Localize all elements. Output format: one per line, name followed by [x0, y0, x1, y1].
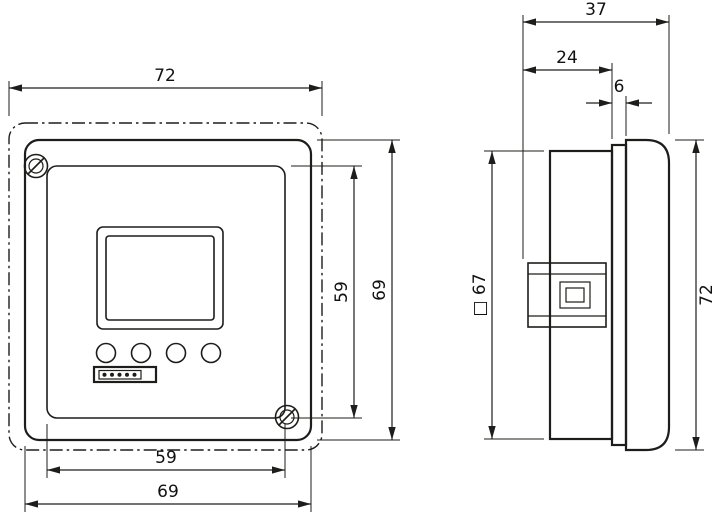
- terminal-inner: [98, 369, 142, 380]
- dim-side-collar-depth: 6: [586, 77, 652, 136]
- front-bezel-side: [624, 138, 671, 452]
- screw-head: [23, 153, 49, 179]
- terminal-pin: [102, 372, 107, 377]
- dim-label-body-square: □ 67: [470, 273, 490, 316]
- dim-label-body-depth: 24: [556, 48, 578, 68]
- control-button: [165, 342, 187, 364]
- screw-head: [274, 404, 300, 430]
- control-button: [200, 342, 222, 364]
- front-view: 72 59 69 59 69: [8, 66, 400, 512]
- screw-slot: [26, 156, 46, 176]
- connector-socket: [559, 281, 591, 309]
- screw-top-left: [23, 153, 49, 179]
- connector-outline: [527, 262, 607, 328]
- dim-label-panel-height: 59: [332, 281, 352, 303]
- dim-label-face-height: 69: [370, 279, 390, 301]
- screw-bottom-right: [274, 404, 300, 430]
- mounting-box-outline: [8, 122, 323, 451]
- screw-collar: [28, 158, 44, 174]
- dim-front-frame-width: 72: [8, 66, 323, 116]
- dim-front-face-width: 69: [24, 446, 312, 512]
- mounting-collar: [610, 143, 628, 447]
- dim-front-panel-width: 59: [46, 424, 286, 478]
- control-button: [95, 342, 117, 364]
- control-button: [130, 342, 152, 364]
- dim-side-body-square: □ 67: [470, 150, 544, 440]
- terminal-outline: [92, 365, 158, 384]
- device-front-face: [23, 138, 313, 442]
- dim-label-total-depth: 37: [585, 0, 607, 20]
- dim-label-face-width: 69: [157, 482, 179, 502]
- connector-key: [565, 287, 585, 303]
- terminal-pin: [125, 372, 129, 377]
- dim-label-face-height: 72: [697, 284, 717, 306]
- dim-label-collar-depth: 6: [614, 77, 625, 97]
- dim-front-panel-height: 59: [291, 165, 362, 419]
- dim-front-face-height: 69: [317, 139, 400, 441]
- dim-side-total-depth: 37: [522, 0, 670, 259]
- display-screen: [105, 235, 215, 321]
- side-view: 37 24 6 □ 67 72: [470, 0, 717, 452]
- display-frame: [96, 226, 224, 330]
- terminal-pin: [132, 372, 137, 377]
- terminal-pin: [110, 372, 114, 377]
- screw-slot: [277, 407, 297, 427]
- device-body-side: [548, 149, 614, 441]
- terminal-block: [92, 365, 158, 384]
- rear-connector: [527, 262, 607, 328]
- screw-collar: [279, 409, 295, 425]
- dim-side-face-height: 72: [675, 139, 717, 451]
- terminal-pin: [117, 372, 122, 377]
- dim-label-frame-width: 72: [154, 66, 176, 86]
- dim-side-body-depth: 24: [523, 48, 613, 139]
- dim-label-panel-width: 59: [155, 448, 177, 468]
- front-panel: [46, 165, 286, 419]
